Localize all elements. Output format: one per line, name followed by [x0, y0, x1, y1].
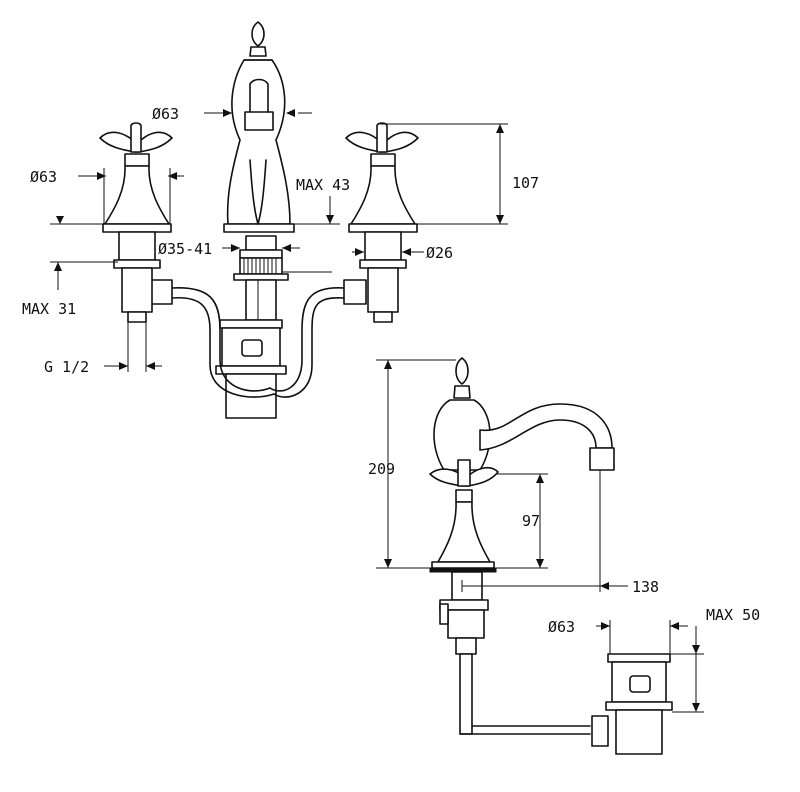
label-max-31: MAX 31 [22, 300, 76, 318]
label-height-97: 97 [522, 512, 540, 530]
label-max-43: MAX 43 [296, 176, 350, 194]
front-left-handle [99, 122, 173, 323]
label-max-50: MAX 50 [706, 606, 760, 624]
front-right-handle [345, 122, 419, 323]
label-left-handle-diameter: Ø63 [30, 168, 57, 186]
label-drain-diameter: Ø63 [548, 618, 575, 636]
label-reach-138: 138 [632, 578, 659, 596]
label-stem-diameter: Ø26 [426, 244, 453, 262]
front-dimensions [50, 109, 508, 372]
front-view [50, 21, 508, 419]
side-drain [591, 653, 673, 755]
label-height-107: 107 [512, 174, 539, 192]
label-height-209: 209 [368, 460, 395, 478]
dimension-labels: Ø63 Ø63 MAX 43 107 Ø35-41 Ø26 MAX 31 G 1… [22, 105, 760, 636]
label-spout-diameter: Ø63 [152, 105, 179, 123]
front-center-body [215, 319, 287, 419]
side-dimensions [376, 359, 704, 713]
front-center-stem [233, 235, 289, 321]
front-spout [223, 21, 295, 233]
side-view [376, 357, 704, 755]
label-hole-diameter: Ø35-41 [158, 240, 212, 258]
label-thread-g12: G 1/2 [44, 358, 89, 376]
